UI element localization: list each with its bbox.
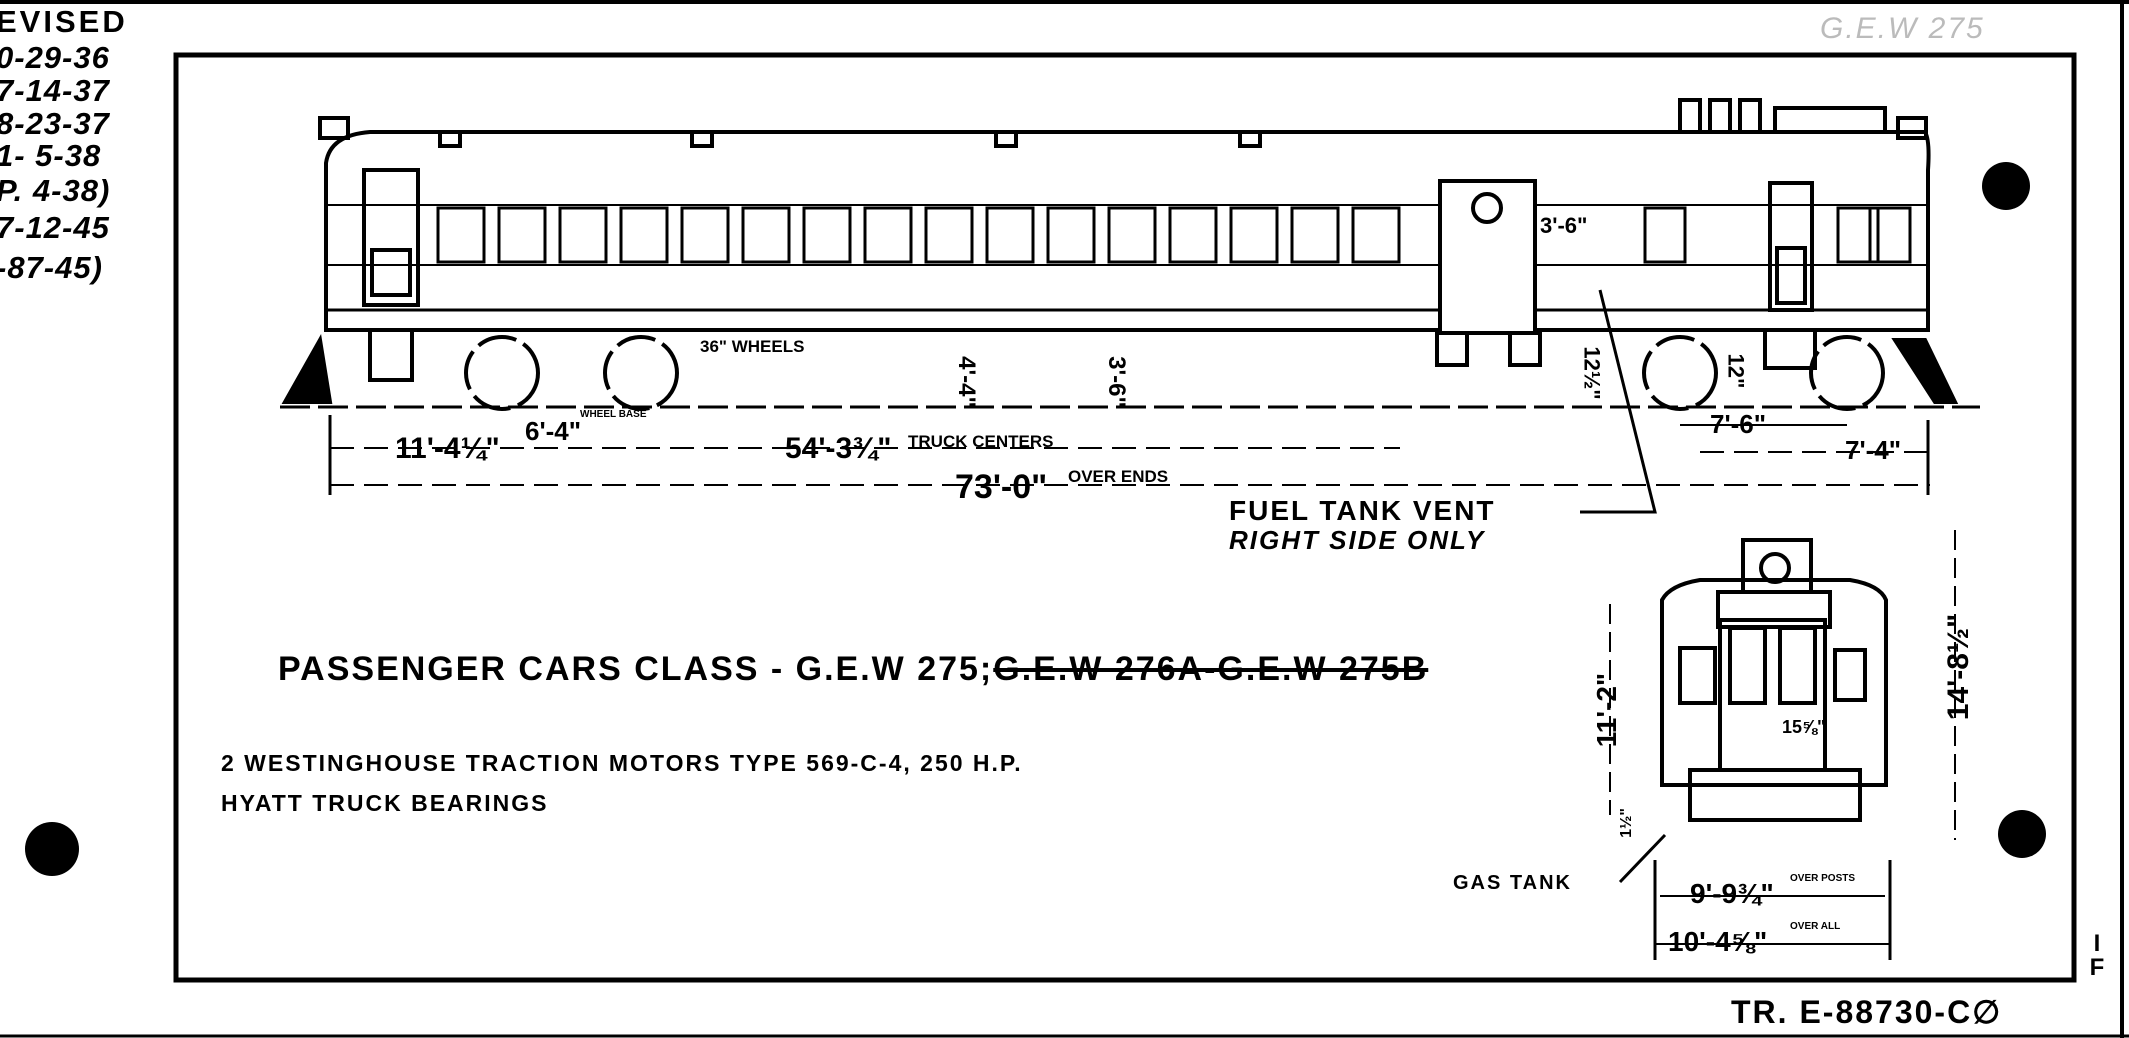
dim-end-to-truck: 11'-4¼" xyxy=(395,432,500,465)
drawing-title: PASSENGER CARS CLASS - G.E.W 275;G.E.W 2… xyxy=(278,652,1428,686)
gas-tank-label: GAS TANK xyxy=(1453,872,1572,894)
dim-small: 1½" xyxy=(1617,808,1635,838)
title-class: PASSENGER CARS CLASS - G.E.W 275; xyxy=(278,650,994,688)
revision-date: 7-12-45 xyxy=(0,210,110,245)
revision-date: P. 4-38) xyxy=(0,173,111,208)
dim-height-3-6: 3'-6" xyxy=(1102,356,1130,408)
side-window xyxy=(1836,206,1880,264)
revision-date: 7-14-37 xyxy=(0,73,110,108)
side-window xyxy=(802,206,852,264)
side-window xyxy=(436,206,486,264)
revision-date: 8-23-37 xyxy=(0,106,110,141)
dim-12-5: 12½" xyxy=(1579,346,1605,400)
wheel-base-label: WHEEL BASE xyxy=(580,409,647,420)
pencil-note: G.E.W 275 xyxy=(1820,12,1985,45)
dim-height-4-4: 4'-4" xyxy=(952,356,980,408)
spec-bearings: HYATT TRUCK BEARINGS xyxy=(221,790,549,816)
fuel-tank-vent-label: FUEL TANK VENT xyxy=(1229,495,1496,526)
side-window xyxy=(1107,206,1157,264)
punch-hole xyxy=(1998,810,2046,858)
punch-hole xyxy=(25,822,79,876)
side-window xyxy=(1290,206,1340,264)
right-side-only-label: RIGHT SIDE ONLY xyxy=(1229,525,1486,555)
wheels-label: 36" WHEELS xyxy=(700,337,805,356)
over-all-label: OVER ALL xyxy=(1790,921,1841,932)
side-window xyxy=(1168,206,1218,264)
side-windows xyxy=(436,206,1912,264)
side-window xyxy=(1229,206,1279,264)
truck-centers-label: TRUCK CENTERS xyxy=(908,432,1054,451)
dim-over-ends: 73'-0" xyxy=(955,468,1048,506)
revision-date: -87-45) xyxy=(0,250,103,285)
dim-truck-centers: 54'-3¾" xyxy=(785,432,892,465)
over-posts-label: OVER POSTS xyxy=(1790,873,1856,884)
side-window xyxy=(1046,206,1096,264)
dim-right-end: 7'-4" xyxy=(1845,435,1902,465)
margin-mark: I F xyxy=(2089,930,2107,981)
spec-motors: 2 WESTINGHOUSE TRACTION MOTORS TYPE 569-… xyxy=(221,750,1023,776)
title-struck-classes: G.E.W 276A-G.E.W 275B xyxy=(993,650,1429,688)
drawing-number: TR. E-88730-C∅ xyxy=(1731,994,2003,1030)
side-window xyxy=(558,206,608,264)
revised-heading: EVISED xyxy=(0,4,128,39)
side-window xyxy=(680,206,730,264)
end-elevation xyxy=(1609,530,1956,960)
side-window xyxy=(497,206,547,264)
side-window xyxy=(863,206,913,264)
side-window xyxy=(924,206,974,264)
dim-15: 15⅝" xyxy=(1782,717,1826,737)
side-window xyxy=(1643,206,1687,264)
dim-width-overall: 10'-4⅝" xyxy=(1668,926,1768,957)
dim-wheel-base-left: 6'-4" xyxy=(525,416,582,446)
side-window xyxy=(1351,206,1401,264)
dim-3-6-small: 3'-6" xyxy=(1540,213,1588,238)
side-window xyxy=(619,206,669,264)
revision-date: 1- 5-38 xyxy=(0,138,102,173)
side-window xyxy=(1868,206,1912,264)
side-window xyxy=(741,206,791,264)
dim-total-height: 14'-8½" xyxy=(1942,613,1976,721)
dim-width-posts: 9'-9¾" xyxy=(1690,878,1774,909)
dim-wheel-base-right: 7'-6" xyxy=(1710,409,1767,439)
revision-date: 0-29-36 xyxy=(0,40,110,75)
side-elevation xyxy=(280,98,1980,514)
dim-body-height: 11'-2" xyxy=(1591,672,1623,748)
punch-hole xyxy=(1982,162,2030,210)
dim-12: 12" xyxy=(1723,353,1749,389)
drawing-frame xyxy=(173,52,2077,983)
side-window xyxy=(985,206,1035,264)
over-ends-label: OVER ENDS xyxy=(1068,467,1169,486)
